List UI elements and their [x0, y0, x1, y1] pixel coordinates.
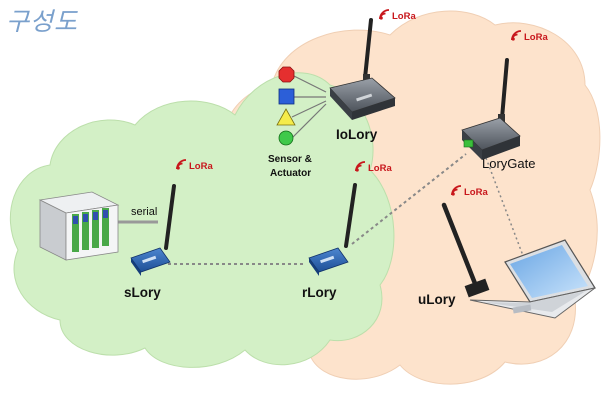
blue-square-icon [278, 88, 295, 105]
node-label-iolory: IoLory [336, 127, 378, 142]
node-label-lorygate: LoryGate [482, 156, 535, 171]
serial-label: serial [131, 206, 157, 218]
ulory-device [441, 202, 490, 298]
link-lorygate-laptop [485, 157, 537, 291]
node-label-slory: sLory [124, 285, 161, 300]
slory-device [130, 184, 176, 276]
lora-label-rlory: LoRa [368, 163, 392, 174]
link-rlory-lorygate [351, 153, 467, 245]
lora-signal-icon [378, 9, 390, 21]
laptop-image [469, 239, 596, 319]
lora-label-slory: LoRa [189, 161, 213, 172]
iolory-device [329, 18, 396, 120]
lora-label-iolory: LoRa [392, 11, 416, 22]
lora-label-ulory: LoRa [464, 187, 488, 198]
yellow-triangle-icon [276, 108, 296, 126]
gateway-box-image [38, 191, 120, 261]
rlory-device [308, 183, 357, 276]
green-circle-icon [278, 130, 294, 146]
sensor-actuator-label-line2: Actuator [270, 168, 311, 179]
lora-label-lorygate: LoRa [524, 32, 548, 43]
sensor-shapes [276, 66, 327, 146]
node-label-ulory: uLory [418, 292, 456, 307]
node-label-rlory: rLory [302, 285, 337, 300]
page-title: 구성도 [6, 7, 79, 36]
lorygate-device [461, 58, 521, 160]
sensor-actuator-label-line1: Sensor & [268, 154, 312, 165]
red-octagon-icon [278, 66, 295, 83]
zone-cloud-left [9, 72, 395, 368]
